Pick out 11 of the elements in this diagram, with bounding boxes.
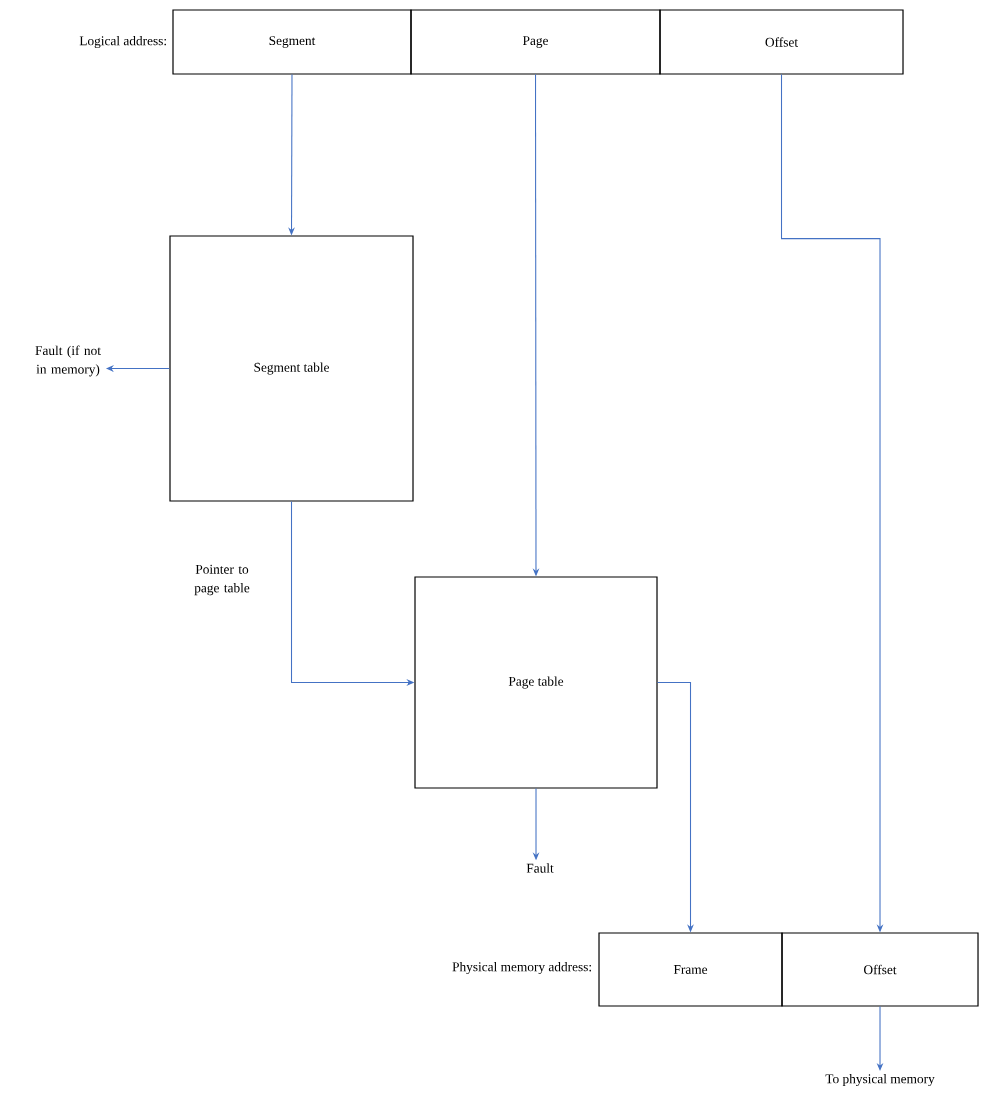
table-box: Page table [414, 576, 658, 789]
table-box: Segment table [169, 235, 414, 502]
address-field: Frame [598, 932, 783, 1007]
edge-label: Pointer to page table [194, 564, 250, 596]
fault-text: Fault (if not in memory) [35, 345, 101, 377]
address-field: Page [410, 9, 661, 75]
fault-text: Fault [526, 863, 554, 873]
destination-text: To physical memory [825, 1073, 935, 1087]
address-field: Segment [172, 9, 412, 75]
address-field: Offset [659, 9, 904, 75]
address-field: Offset [781, 932, 979, 1007]
